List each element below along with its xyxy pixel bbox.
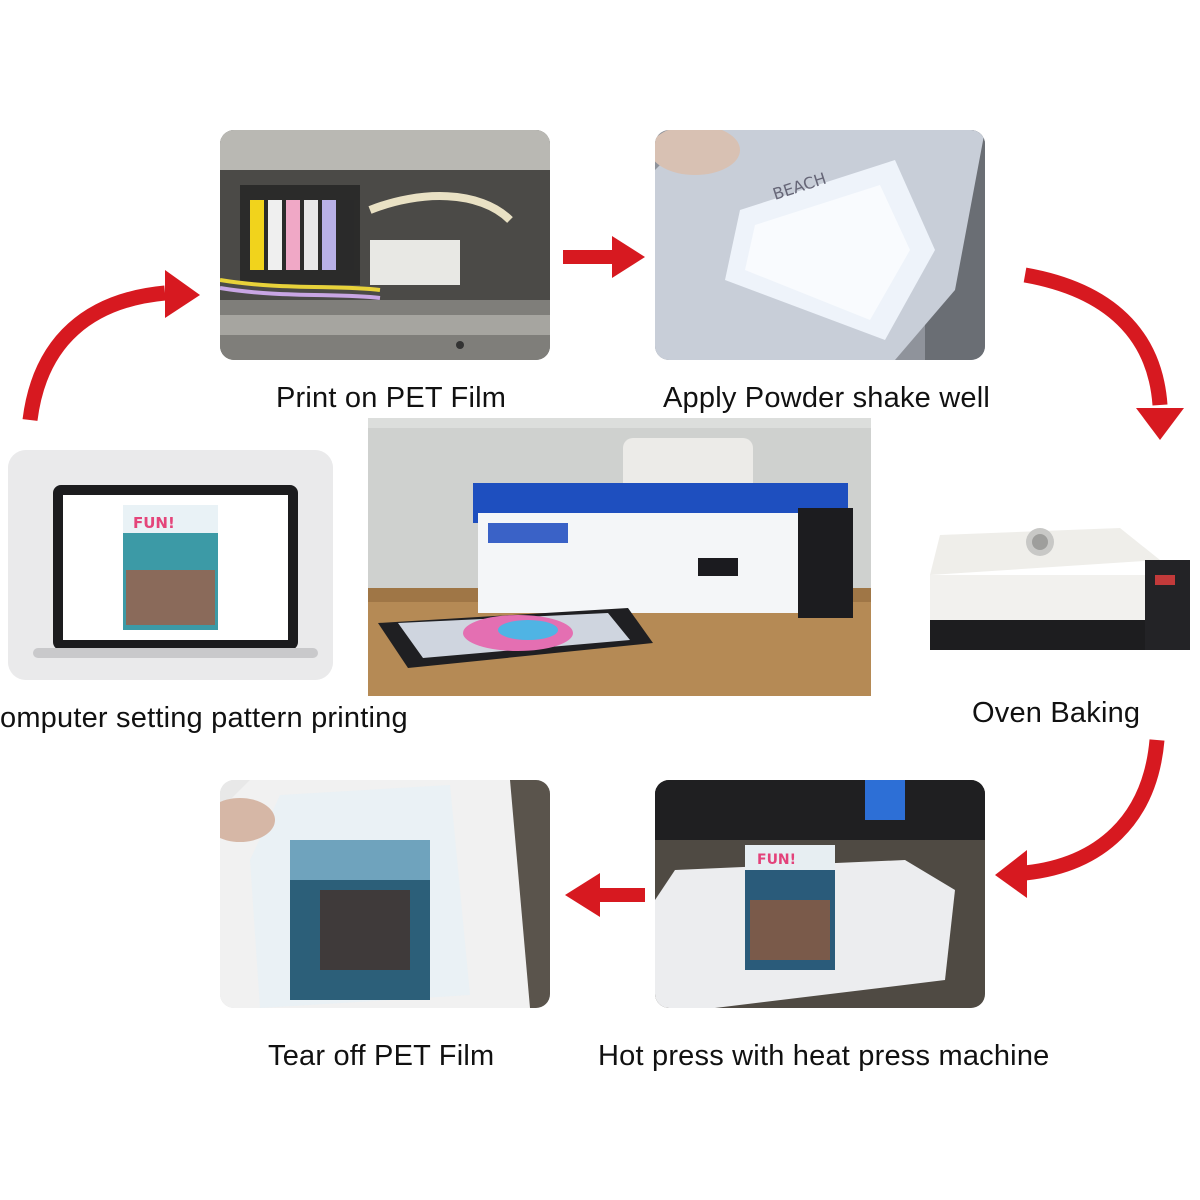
label-computer: omputer setting pattern printing	[0, 702, 408, 734]
dtf-printer-photo	[368, 418, 871, 696]
svg-text:FUN!: FUN!	[757, 852, 796, 868]
arrow-powder-to-oven	[1023, 267, 1184, 440]
arrow-computer-to-print	[22, 270, 200, 421]
heat-press-photo: FUN!	[655, 780, 985, 1008]
label-tear: Tear off PET Film	[268, 1040, 495, 1072]
printhead-photo	[220, 130, 550, 360]
laptop-photo: FUN!	[8, 450, 333, 680]
oven-photo	[920, 520, 1198, 660]
powder-film-photo: BEACH	[655, 130, 985, 360]
peel-film-photo	[220, 780, 550, 1008]
label-powder: Apply Powder shake well	[663, 382, 990, 414]
svg-text:FUN!: FUN!	[133, 514, 175, 532]
label-oven: Oven Baking	[972, 697, 1141, 729]
arrow-press-to-tear	[565, 873, 645, 917]
arrow-print-to-powder	[563, 236, 645, 278]
arrow-oven-to-press	[995, 739, 1165, 898]
label-print: Print on PET Film	[276, 382, 507, 414]
label-press: Hot press with heat press machine	[598, 1040, 1050, 1072]
